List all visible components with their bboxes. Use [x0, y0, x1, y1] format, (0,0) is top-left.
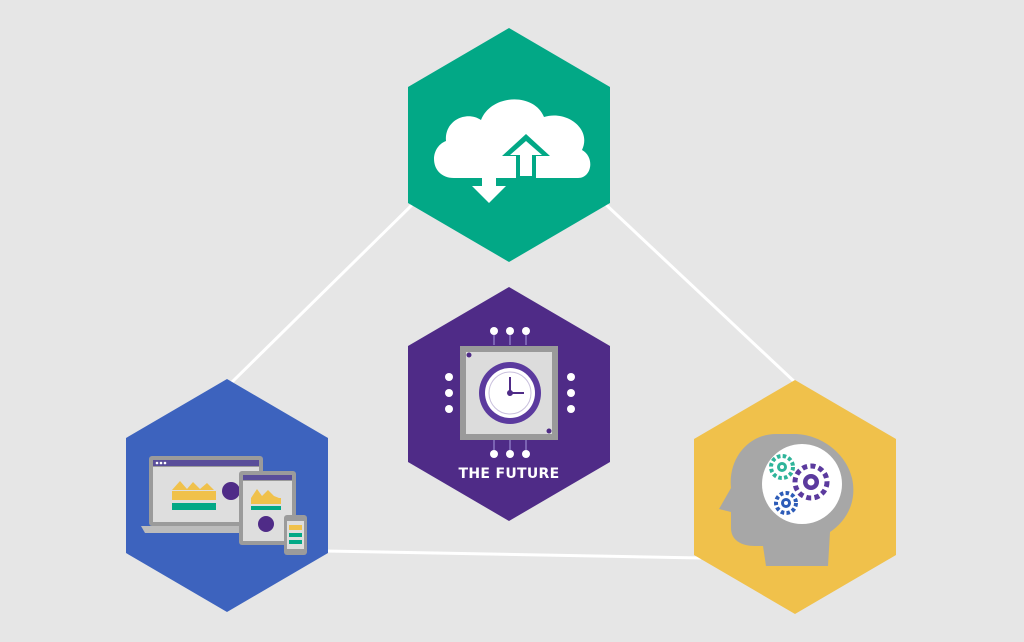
hexagon-devices — [126, 379, 328, 612]
hexagon-cloud — [408, 28, 610, 262]
connector-devices-mind — [324, 549, 702, 560]
clock-chip-icon — [445, 327, 575, 458]
connector-cloud-mind — [599, 198, 800, 387]
connector-cloud-devices — [226, 198, 419, 388]
future-label: THE FUTURE — [459, 466, 560, 482]
head-gears-icon — [719, 433, 854, 566]
hexagon-future: THE FUTURE — [408, 287, 610, 521]
cloud-sync-icon — [434, 99, 591, 203]
responsive-devices-icon — [141, 456, 307, 555]
connector-lines — [226, 198, 800, 560]
hexagon-mind — [694, 380, 896, 614]
